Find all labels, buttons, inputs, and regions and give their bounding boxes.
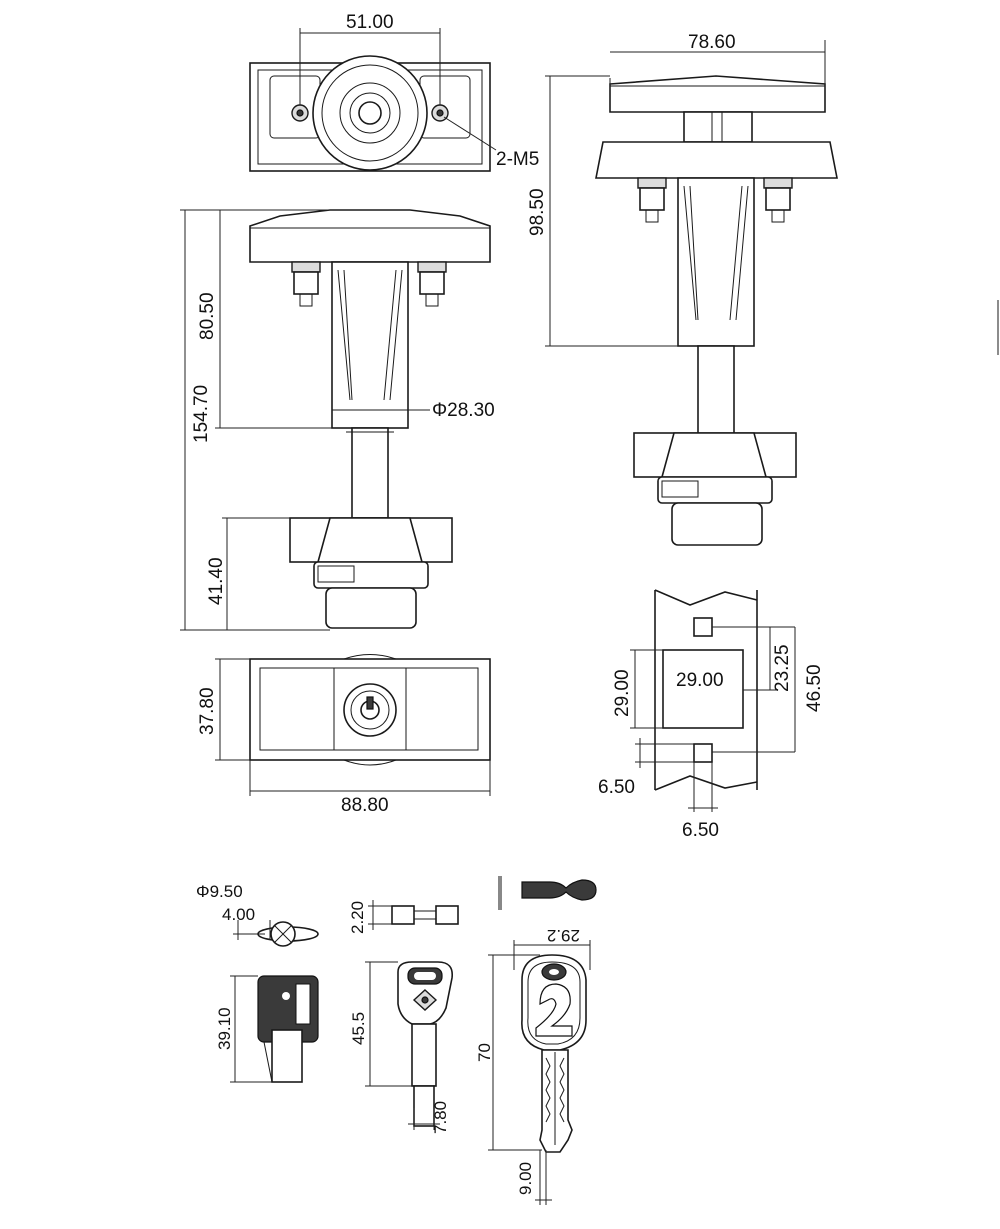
key-number-icon xyxy=(535,983,573,1037)
dim-key2-tip: 9.00 xyxy=(516,1162,535,1195)
dim-key-length: 45.5 xyxy=(349,1012,368,1045)
side-nut-right-icon xyxy=(763,177,793,189)
dim-screws: 2-M5 xyxy=(496,149,539,170)
dim-handle-width: 78.60 xyxy=(688,32,736,53)
top-view: 51.00 2-M5 xyxy=(249,12,539,172)
key-shaped-view: 29.2 70 9.00 xyxy=(475,876,597,1205)
dim-key-diameter: Φ9.50 xyxy=(196,882,243,901)
dim-total-height: 154.70 xyxy=(191,385,212,443)
dim-base-width: 88.80 xyxy=(341,795,389,816)
nut-right-icon xyxy=(417,261,447,273)
front-view: 154.70 80.50 Φ28.30 41.40 xyxy=(180,209,495,631)
panel-cutout: 29.00 29.00 23.25 46.50 6.50 6.50 xyxy=(598,589,825,841)
lock-cylinder-icon xyxy=(343,683,397,737)
screw-left-core xyxy=(296,109,304,117)
dim-hole-size-h: 6.50 xyxy=(682,820,719,841)
dim-cutout-width: 29.00 xyxy=(676,670,724,691)
key-profile-icon xyxy=(521,879,597,901)
dim-key-cap-height: 39.10 xyxy=(215,1007,234,1050)
dim-body-height: 80.50 xyxy=(197,292,218,340)
dim-hole-offset: 23.25 xyxy=(772,644,793,692)
dim-cam-height: 41.40 xyxy=(206,557,227,605)
dim-hole-size-v: 6.50 xyxy=(598,777,635,798)
dim-hole-pitch: 46.50 xyxy=(804,664,825,712)
key-cap-view: Φ9.50 4.00 39.10 xyxy=(196,882,319,1083)
dim-side-total-height: 98.50 xyxy=(527,188,548,236)
dim-key-shaft: 7.80 xyxy=(431,1101,450,1134)
dim-key-inner: 4.00 xyxy=(222,905,255,924)
screw-right-core xyxy=(436,109,444,117)
side-view: 78.60 98.50 xyxy=(527,32,838,546)
dim-cutout-height: 29.00 xyxy=(612,669,633,717)
dim-key-thickness: 2.20 xyxy=(348,901,367,934)
key-flat-view: 2.20 45.5 7.80 xyxy=(348,900,459,1134)
nut-left-icon xyxy=(291,261,321,273)
dim-key2-length: 70 xyxy=(475,1043,494,1062)
dim-body-diameter: Φ28.30 xyxy=(432,400,495,421)
dim-top-width: 51.00 xyxy=(346,12,394,33)
side-nut-left-icon xyxy=(637,177,667,189)
dim-key2-width: 29.2 xyxy=(547,926,580,945)
dim-base-height: 37.80 xyxy=(197,687,218,735)
base-view: 37.80 88.80 xyxy=(197,654,491,816)
